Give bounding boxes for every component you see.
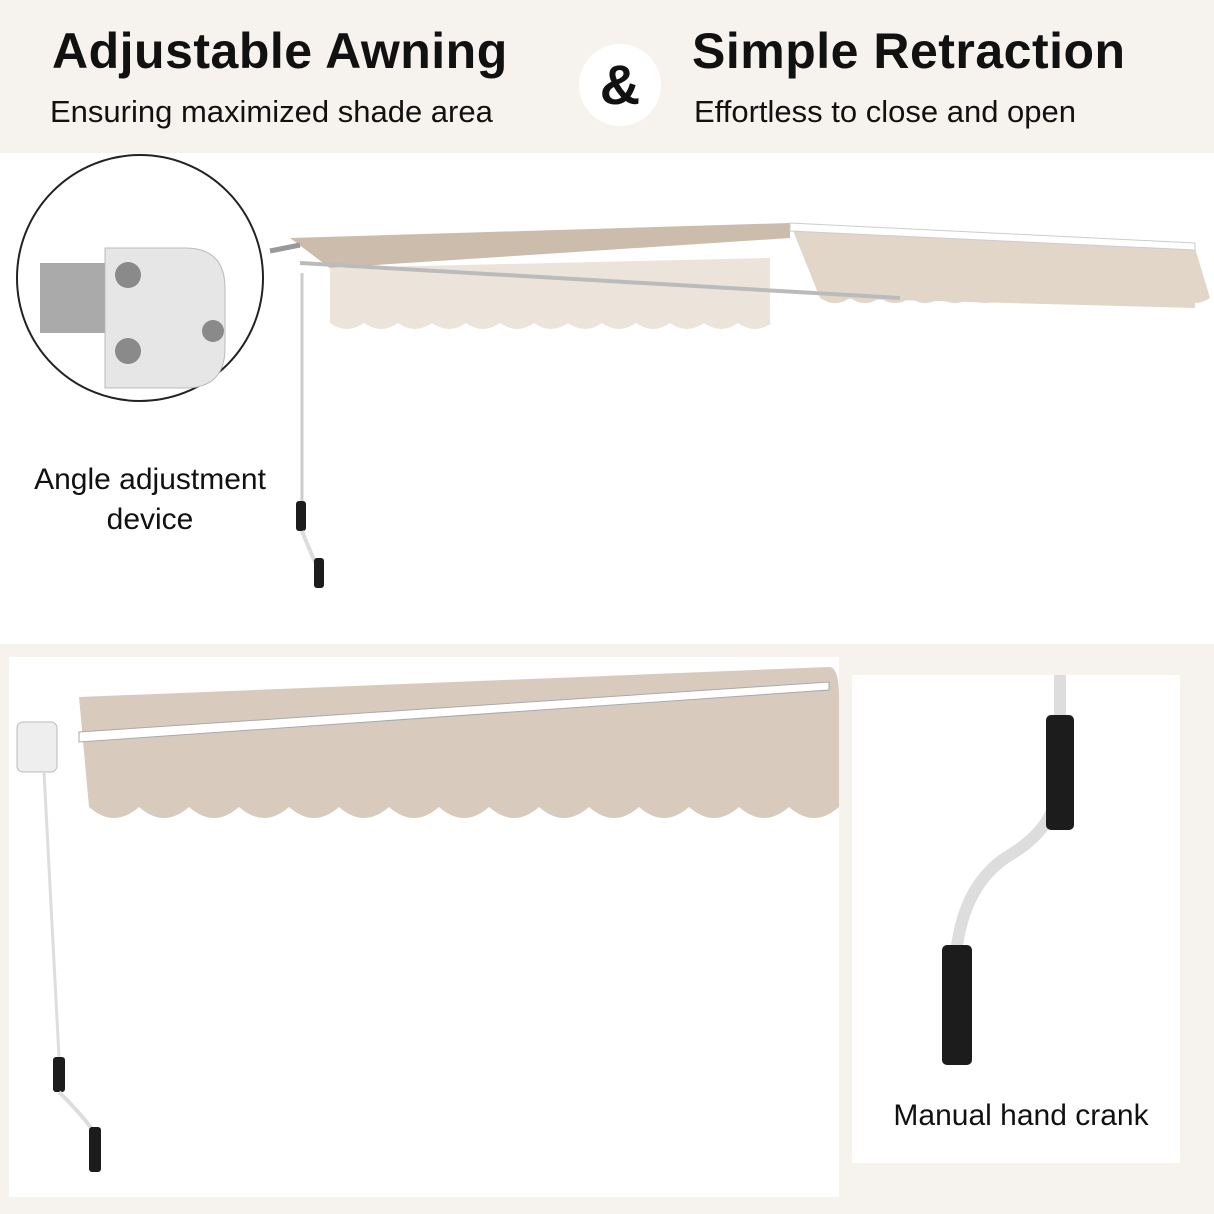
left-title: Adjustable Awning <box>52 23 508 79</box>
extended-awning-illustration <box>16 154 1210 588</box>
angle-label-line2: device <box>106 503 194 536</box>
right-title: Simple Retraction <box>692 23 1126 79</box>
angle-label-line1: Angle adjustment <box>34 463 266 496</box>
hand-crank-label: Manual hand crank <box>893 1099 1149 1132</box>
right-subtitle: Effortless to close and open <box>694 94 1077 129</box>
retracted-awning-illustration <box>16 667 839 1172</box>
retracted-awning-panel <box>9 657 839 1197</box>
ampersand-badge: & <box>579 44 661 126</box>
hand-crank-panel: Manual hand crank <box>852 675 1180 1163</box>
angle-adjustment-label: Angle adjustment device <box>10 460 290 540</box>
left-subtitle: Ensuring maximized shade area <box>50 94 493 129</box>
hand-crank-illustration <box>942 675 1074 1065</box>
